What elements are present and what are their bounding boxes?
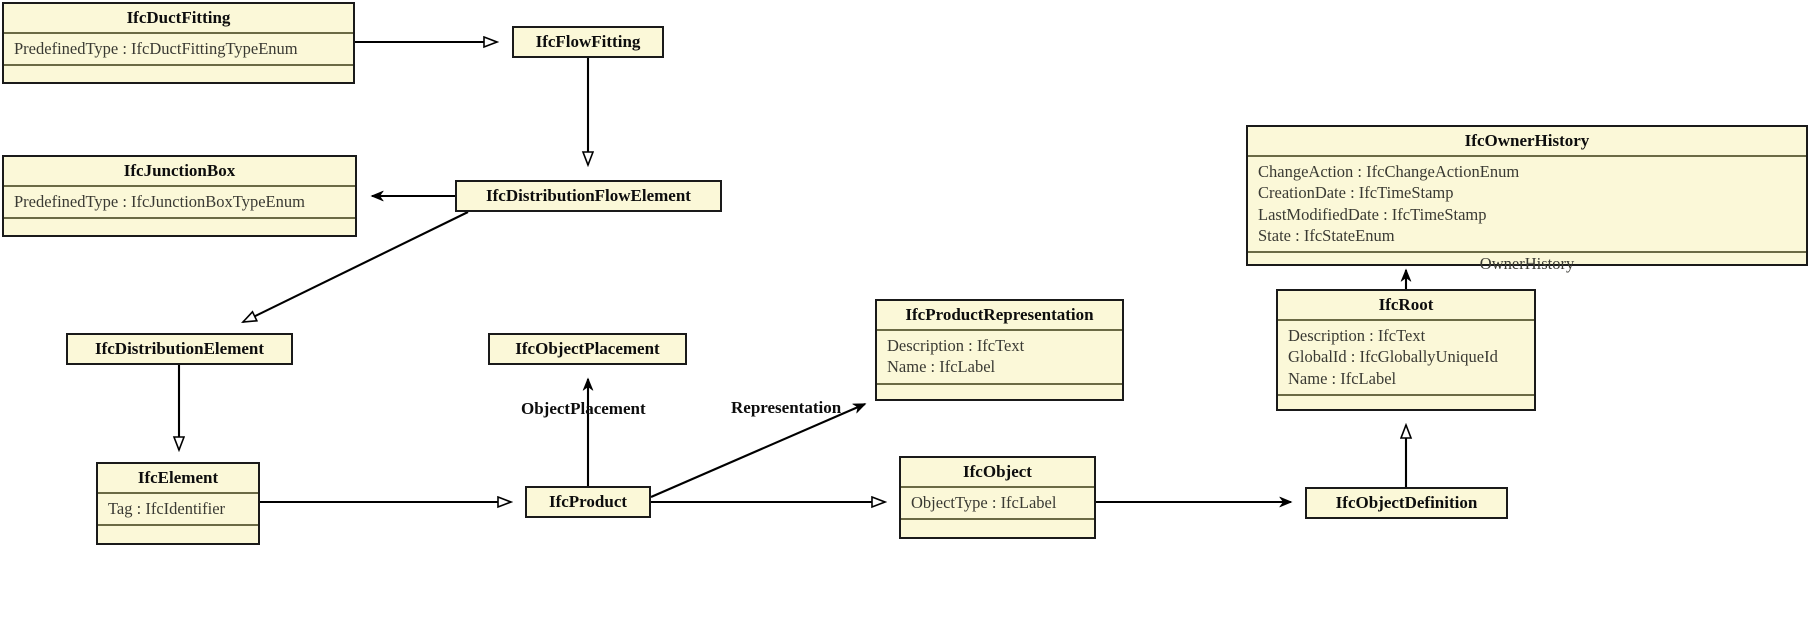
class-box-ifcproduct[interactable]: IfcProduct	[525, 486, 651, 518]
class-box-ifcductfitting[interactable]: IfcDuctFitting PredefinedType : IfcDuctF…	[2, 2, 355, 84]
class-extra-compartment	[4, 217, 355, 239]
class-box-ifcjunctionbox[interactable]: IfcJunctionBox PredefinedType : IfcJunct…	[2, 155, 357, 237]
class-attributes: Description : IfcText GlobalId : IfcGlob…	[1278, 319, 1534, 394]
class-name: IfcElement	[137, 468, 219, 487]
class-extra-compartment	[98, 524, 258, 546]
attribute-row: PredefinedType : IfcDuctFittingTypeEnum	[14, 39, 298, 59]
class-attributes: PredefinedType : IfcJunctionBoxTypeEnum	[4, 185, 355, 217]
class-name: IfcObjectDefinition	[1335, 493, 1478, 512]
class-box-ifcownerhistory[interactable]: IfcOwnerHistory ChangeAction : IfcChange…	[1246, 125, 1808, 273]
attribute-row: Name : IfcLabel	[1288, 368, 1397, 388]
attribute-row: State : IfcStateEnum	[1258, 225, 1395, 245]
class-box-ifcelement[interactable]: IfcElement Tag : IfcIdentifier	[96, 462, 260, 545]
class-box-ifcobjectdefinition[interactable]: IfcObjectDefinition	[1305, 487, 1508, 519]
attribute-row: Name : IfcLabel	[887, 357, 996, 377]
class-name: IfcObject	[963, 462, 1032, 481]
attribute-row: Description : IfcText	[887, 336, 1025, 356]
class-extra-compartment	[1278, 393, 1534, 416]
attribute-row: ChangeAction : IfcChangeActionEnum	[1258, 162, 1520, 182]
class-name: IfcFlowFitting	[535, 32, 641, 51]
attribute-row: PredefinedType : IfcJunctionBoxTypeEnum	[14, 192, 305, 212]
attribute-row: Tag : IfcIdentifier	[108, 499, 226, 519]
class-attributes: Tag : IfcIdentifier	[98, 492, 258, 524]
attribute-row: GlobalId : IfcGloballyUniqueId	[1288, 347, 1498, 367]
class-name: IfcDistributionElement	[94, 339, 265, 358]
class-attributes: PredefinedType : IfcDuctFittingTypeEnum	[4, 32, 353, 64]
edge-label-objectplacement: ObjectPlacement	[521, 399, 646, 418]
class-attributes: Description : IfcText Name : IfcLabel	[877, 329, 1122, 383]
class-name: IfcProduct	[548, 492, 628, 511]
edge-label-representation: Representation	[731, 398, 842, 417]
class-box-ifcobject[interactable]: IfcObject ObjectType : IfcLabel	[899, 456, 1096, 539]
class-name: IfcDuctFitting	[126, 8, 231, 27]
class-box-ifcdistributionelement[interactable]: IfcDistributionElement	[66, 333, 293, 365]
class-name: IfcRoot	[1378, 295, 1434, 314]
attribute-row: ObjectType : IfcLabel	[911, 493, 1057, 513]
attribute-row: Description : IfcText	[1288, 326, 1426, 346]
attribute-row: LastModifiedDate : IfcTimeStamp	[1258, 204, 1487, 224]
class-box-ifcobjectplacement[interactable]: IfcObjectPlacement	[488, 333, 687, 365]
class-extra-compartment	[877, 382, 1122, 405]
class-name: IfcProductRepresentation	[905, 305, 1094, 324]
class-box-ifcdistributionflowelement[interactable]: IfcDistributionFlowElement	[455, 180, 722, 212]
class-name: IfcDistributionFlowElement	[486, 186, 691, 205]
class-name: IfcObjectPlacement	[515, 339, 660, 358]
association-end-label-ownerhistory: OwnerHistory	[1248, 251, 1806, 273]
class-box-ifcroot[interactable]: IfcRoot Description : IfcText GlobalId :…	[1276, 289, 1536, 411]
class-attributes: ObjectType : IfcLabel	[901, 486, 1094, 518]
class-box-ifcproductrepresentation[interactable]: IfcProductRepresentation Description : I…	[875, 299, 1124, 401]
class-name: IfcJunctionBox	[123, 161, 236, 180]
class-extra-compartment	[4, 64, 353, 86]
class-name: IfcOwnerHistory	[1464, 131, 1590, 150]
attribute-row: CreationDate : IfcTimeStamp	[1258, 183, 1454, 203]
class-attributes: ChangeAction : IfcChangeActionEnum Creat…	[1248, 155, 1806, 251]
class-extra-compartment	[901, 518, 1094, 540]
class-box-ifcflowfitting[interactable]: IfcFlowFitting	[512, 26, 664, 58]
